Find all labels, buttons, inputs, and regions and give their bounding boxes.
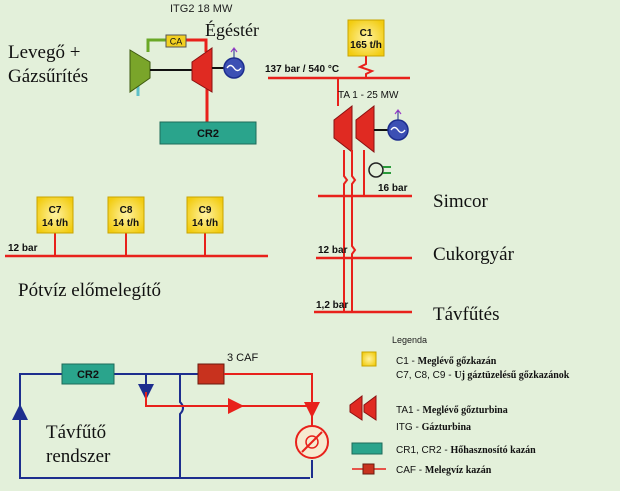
steam-turbine-hp-icon xyxy=(333,104,353,154)
network-cr2-box xyxy=(61,363,115,385)
ca-box xyxy=(165,34,187,48)
legend-boiler-icon xyxy=(361,351,377,367)
legend-itg-desc: Gázturbina xyxy=(422,422,471,433)
mix-line-red xyxy=(145,392,312,407)
gas-compression-label-1: Levegő + xyxy=(8,42,80,63)
heat-exchanger-slash xyxy=(301,431,323,453)
c7-name: C7 xyxy=(49,205,62,216)
c8-boiler-box xyxy=(107,196,145,234)
gas-turbine-group: ITG2 18 MW Égéstér Levegő + Gázsűrítés C… xyxy=(8,3,259,145)
ca-label: CA xyxy=(170,37,183,47)
c1-riser xyxy=(357,56,375,78)
potviz-label: Pótvíz előmelegítő xyxy=(18,280,161,301)
extraction-line-2 xyxy=(351,150,357,312)
p12-label: 12 bar xyxy=(318,245,348,256)
fuel-pipe xyxy=(186,38,208,52)
supply-line-red xyxy=(224,373,313,394)
c8-name: C8 xyxy=(120,205,133,216)
air-pipe xyxy=(146,38,168,52)
p12-left-label: 12 bar xyxy=(8,243,38,254)
network-title-1: Távfűtő xyxy=(46,422,106,443)
legend-caf-code: CAF - xyxy=(396,465,425,476)
legend: Legenda C1 - Meglévő gőzkazán C7, C8, C9… xyxy=(349,335,570,476)
legend-itg-code: ITG - xyxy=(396,422,422,433)
combustor-label: Égéstér xyxy=(205,19,259,40)
legend-c1-line: C1 - Meglévő gőzkazán xyxy=(396,356,497,367)
legend-ta1-desc: Meglévő gőzturbina xyxy=(422,405,507,416)
st-generator-wave xyxy=(390,126,406,134)
legend-hrsg-icon xyxy=(351,442,383,455)
c9-name: C9 xyxy=(199,205,212,216)
district-heating-network: CR2 3 CAF Távfűtő rendszer xyxy=(12,352,329,479)
legend-cr-code: CR1, CR2 - xyxy=(396,445,450,456)
legend-turbine-icon-b xyxy=(363,395,377,421)
c1-flow: 165 t/h xyxy=(350,40,382,51)
legend-caf-line-text: CAF - Melegvíz kazán xyxy=(396,465,492,476)
st-power-arrow-icon xyxy=(394,109,402,115)
gas-compression-label-2: Gázsűrítés xyxy=(8,66,88,87)
steam-header-label: 137 bar / 540 °C xyxy=(265,64,339,75)
network-title-2: rendszer xyxy=(46,446,111,467)
c7-boiler-box xyxy=(36,196,74,234)
new-boilers: 12 bar C7 14 t/h C8 14 t/h C9 14 t/h Pót… xyxy=(5,196,268,301)
cukorgyar-label: Cukorgyár xyxy=(433,244,515,265)
itg-label: ITG2 18 MW xyxy=(170,3,233,15)
legend-c7-code: C7, C8, C9 - xyxy=(396,370,454,381)
caf-label: 3 CAF xyxy=(227,352,258,364)
p1-label: 1,2 bar xyxy=(316,300,348,311)
generator-wave xyxy=(226,64,242,72)
heat-exchanger-core xyxy=(305,435,319,449)
compressor-icon xyxy=(129,49,151,93)
tavfutes-label: Távfűtés xyxy=(433,304,499,325)
legend-cr-line: CR1, CR2 - Hőhasznosító kazán xyxy=(396,445,536,456)
c9-flow: 14 t/h xyxy=(192,218,218,229)
legend-cr-desc: Hőhasznosító kazán xyxy=(450,445,536,456)
legend-caf-desc: Melegvíz kazán xyxy=(425,465,492,476)
caf-box xyxy=(197,363,225,385)
legend-title: Legenda xyxy=(392,335,427,345)
simcor-label: Simcor xyxy=(433,191,489,212)
legend-c7-desc: Uj gáztüzelésű gőzkazánok xyxy=(454,370,569,381)
extraction-line-1 xyxy=(343,150,349,312)
legend-c1-desc: Meglévő gőzkazán xyxy=(418,356,497,367)
steam-system: C1 165 t/h 137 bar / 540 °C TA 1 - 25 MW… xyxy=(265,19,515,325)
legend-c1-code: C1 - xyxy=(396,356,418,367)
turbine-label: TA 1 - 25 MW xyxy=(338,90,399,101)
condenser-icon xyxy=(368,162,384,178)
condenser-outlet xyxy=(383,166,391,174)
cr2-hrsg-box xyxy=(159,121,257,145)
legend-ta1-code: TA1 - xyxy=(396,405,422,416)
legend-turbine-icon-a xyxy=(349,395,363,421)
legend-caf-icon xyxy=(362,463,375,475)
legend-c7-line: C7, C8, C9 - Uj gáztüzelésű gőzkazánok xyxy=(396,370,570,381)
bypass-line xyxy=(179,374,184,478)
gas-turbine-icon xyxy=(191,47,213,93)
c7-flow: 14 t/h xyxy=(42,218,68,229)
cr2-label: CR2 xyxy=(197,128,219,140)
c8-flow: 14 t/h xyxy=(113,218,139,229)
steam-turbine-lp-icon xyxy=(355,104,375,154)
p16-label: 16 bar xyxy=(378,183,408,194)
power-arrow-icon xyxy=(230,47,238,53)
legend-ta1-line: TA1 - Meglévő gőzturbina xyxy=(396,405,508,416)
network-cr2-label: CR2 xyxy=(77,369,99,381)
legend-itg-line: ITG - Gázturbina xyxy=(396,422,471,433)
c9-boiler-box xyxy=(186,196,224,234)
c1-name: C1 xyxy=(360,28,373,39)
